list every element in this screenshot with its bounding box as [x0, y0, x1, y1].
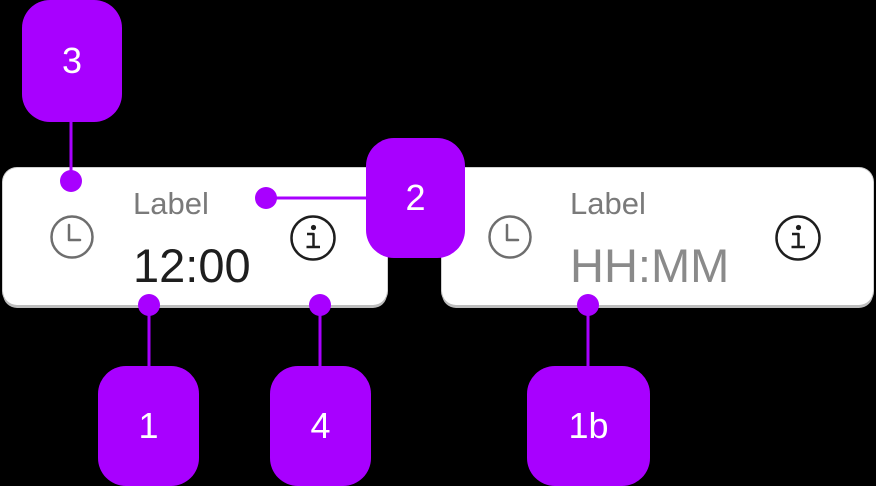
time-value[interactable]: 12:00 — [133, 239, 251, 292]
callout-badge-3: 3 — [22, 0, 122, 122]
time-field-filled[interactable]: Label 12:00 — [3, 168, 387, 305]
callout-badge-1: 1 — [98, 366, 199, 486]
callout-badge-2: 2 — [366, 138, 465, 258]
callout-badge-1b: 1b — [527, 366, 650, 486]
clock-icon — [488, 215, 532, 259]
time-field-placeholder[interactable]: Label HH:MM — [442, 168, 873, 305]
info-icon[interactable] — [289, 214, 337, 262]
info-icon[interactable] — [774, 214, 822, 262]
field-label: Label — [570, 186, 646, 221]
clock-icon — [50, 215, 94, 259]
time-placeholder[interactable]: HH:MM — [570, 239, 730, 292]
callout-badge-4: 4 — [270, 366, 371, 486]
field-label: Label — [133, 186, 209, 221]
